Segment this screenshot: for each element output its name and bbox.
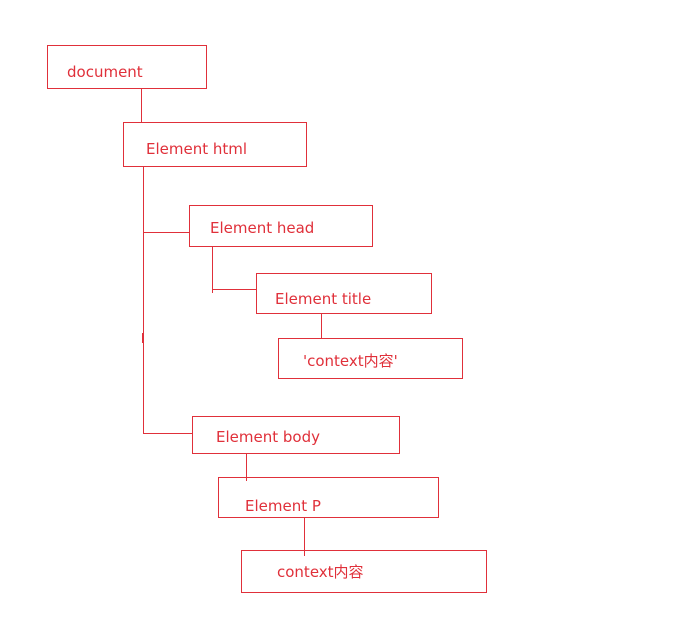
- connector-p-text: [304, 517, 305, 556]
- connector-trunk-tick: [142, 333, 144, 343]
- connector-document-html: [141, 88, 142, 123]
- connector-head-vertical: [212, 246, 213, 293]
- connector-trunk-body: [143, 433, 192, 434]
- connector-title-text: [321, 313, 322, 338]
- node-element-html: Element html: [123, 122, 307, 167]
- node-p-text: context内容: [241, 550, 487, 593]
- node-title-text-label: 'context内容': [303, 352, 398, 370]
- node-element-head-label: Element head: [210, 219, 315, 237]
- node-element-title: Element title: [256, 273, 432, 314]
- node-element-head: Element head: [189, 205, 373, 247]
- node-element-title-label: Element title: [275, 290, 372, 308]
- node-element-html-label: Element html: [146, 140, 248, 158]
- node-element-body-label: Element body: [216, 428, 320, 446]
- node-element-p-label: Element P: [245, 497, 321, 515]
- node-document-label: document: [67, 63, 143, 81]
- node-document: document: [47, 45, 207, 89]
- connector-head-title: [212, 289, 256, 290]
- node-p-text-label: context内容: [277, 563, 364, 581]
- connector-html-trunk: [143, 167, 144, 434]
- node-element-body: Element body: [192, 416, 400, 454]
- node-element-p: Element P: [218, 477, 439, 518]
- node-title-text: 'context内容': [278, 338, 463, 379]
- connector-trunk-head: [143, 232, 189, 233]
- connector-body-p: [246, 453, 247, 481]
